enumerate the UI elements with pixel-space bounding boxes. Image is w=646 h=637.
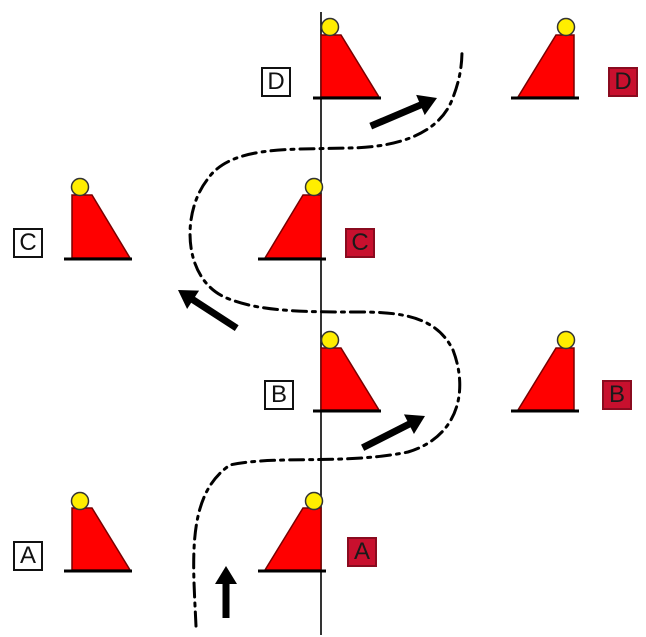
arrow-diagonal-b (358, 406, 430, 457)
cone-a-left (64, 493, 132, 572)
cone-d-right (511, 19, 579, 99)
label-d-right: D (608, 67, 638, 97)
cone-c-left (64, 179, 132, 260)
cone-c-center (258, 179, 326, 260)
label-d-left: D (261, 67, 291, 97)
label-c-right: C (345, 228, 375, 258)
cone-b-center (313, 332, 381, 412)
arrow-up-start (215, 566, 237, 618)
label-c-left: C (13, 228, 43, 258)
arrow-diagonal-c (172, 281, 243, 338)
label-b-left: B (264, 380, 294, 410)
cone-d-center (313, 19, 381, 99)
cone-b-right (511, 332, 579, 412)
label-a-left: A (13, 541, 43, 571)
label-b-right: B (602, 380, 632, 410)
cone-a-center (258, 493, 326, 572)
label-a-right: A (347, 537, 377, 567)
